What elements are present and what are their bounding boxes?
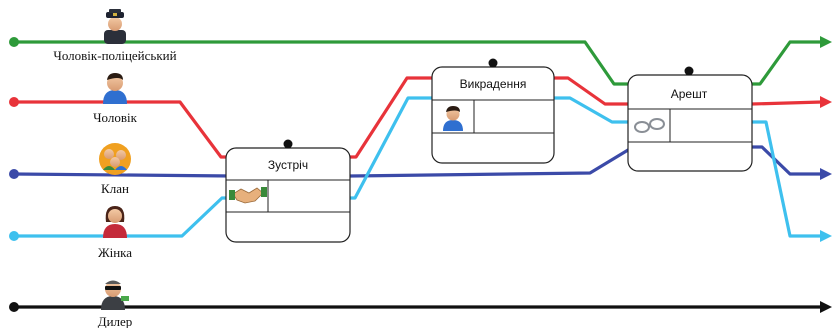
storyline-man-mid <box>348 76 434 159</box>
actor-label-clan: Клан <box>101 181 129 196</box>
start-dot-man <box>9 97 19 107</box>
event-kidnapping-title: Викрадення <box>460 77 527 91</box>
storyline-clan <box>12 172 234 178</box>
handcuffs-icon <box>634 118 665 133</box>
storyline-man-mid2 <box>552 76 635 106</box>
clan-icon <box>99 143 131 175</box>
end-arrow-dealer <box>820 301 832 313</box>
woman-icon <box>103 206 127 238</box>
man-icon <box>103 73 127 104</box>
storyline-policeman <box>12 40 635 86</box>
actor-label-woman: Жінка <box>98 245 132 260</box>
start-dot-dealer <box>9 302 19 312</box>
storyline-policeman-end <box>750 40 824 86</box>
end-arrow-man <box>820 96 832 108</box>
event-kidnapping[interactable]: Викрадення <box>431 58 555 164</box>
storyline-woman-mid2 <box>552 96 635 124</box>
man-icon <box>443 106 463 131</box>
policeman-icon <box>104 9 126 44</box>
event-kidnapping-connector <box>488 58 498 68</box>
storyline-woman-mid <box>348 96 434 200</box>
event-arrest[interactable]: Арешт <box>627 66 753 172</box>
event-arrest-title: Арешт <box>671 87 708 101</box>
start-dot-policeman <box>9 37 19 47</box>
end-arrow-woman <box>820 230 832 242</box>
end-arrow-clan <box>820 168 832 180</box>
actor-label-man: Чоловік <box>93 110 138 125</box>
event-meeting-connector <box>283 139 293 149</box>
event-arrest-connector <box>684 66 694 76</box>
storyline-woman-end <box>750 120 824 238</box>
start-dot-clan <box>9 169 19 179</box>
storyline-clan-end <box>750 145 824 176</box>
handshake-icon <box>229 187 267 204</box>
start-dot-woman <box>9 231 19 241</box>
actor-label-policeman: Чоловік-поліцейський <box>53 48 176 63</box>
storyline-clan-mid <box>348 145 635 178</box>
event-meeting-title: Зустріч <box>268 158 308 172</box>
actor-label-dealer: Дилер <box>98 314 133 328</box>
storyline-man-end <box>750 100 824 106</box>
event-meeting[interactable]: Зустріч <box>225 139 351 243</box>
dealer-icon <box>101 280 129 310</box>
end-arrow-policeman <box>820 36 832 48</box>
